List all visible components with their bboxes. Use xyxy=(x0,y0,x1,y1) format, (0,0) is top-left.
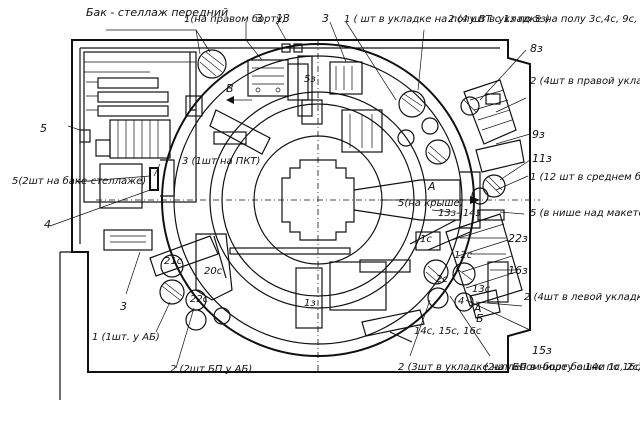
label-r5-roof: 5(на крыше) xyxy=(398,198,464,209)
label-r2-left-board: 2 (3шт в укладке на левом борту с 14с по… xyxy=(398,361,640,373)
turret-interior xyxy=(195,63,471,343)
round-charges xyxy=(197,49,480,165)
label-r5-niche: 5 (в нише над макетом БП) xyxy=(530,208,640,219)
label-r16z: 16з xyxy=(508,264,528,277)
label-r3-pkt: 3 (1шт на ПКТ) xyxy=(182,156,260,167)
label-r3-top-left: 3 xyxy=(256,12,263,25)
labels: Бак - стеллаж передний 1(на правом борту… xyxy=(12,6,640,375)
label-r9z: 9з xyxy=(532,128,545,141)
label-r13: 13 xyxy=(276,12,290,25)
label-num-5z: 5з xyxy=(304,74,316,85)
label-num-21s: 21с xyxy=(164,256,183,267)
label-r1-floor: 1 ( шт в укладке на полу ВТ с 1з по 5з) xyxy=(344,14,550,25)
turret-rings xyxy=(96,40,540,372)
label-num-20s: 20с xyxy=(204,266,223,277)
label-arrow-a-top: А xyxy=(427,180,436,193)
label-r5-tank-rack: 5(2шт на баке-стеллаже) xyxy=(12,175,146,187)
label-r13z-14z: 13з- 14з xyxy=(438,208,481,219)
label-r3-top-mid: 3 xyxy=(322,12,329,25)
right-upper-rack xyxy=(463,79,525,221)
label-r22z: 22з xyxy=(508,232,528,245)
right-lower-rack xyxy=(415,213,523,319)
label-r2-left-partition: 2 (4шт в левой укладке на перегородке с … xyxy=(524,292,640,303)
label-num-1c: 1с xyxy=(420,234,432,245)
left-components xyxy=(99,95,252,251)
bottom-wheels xyxy=(185,307,231,331)
hull-outline xyxy=(59,39,531,400)
label-r3-bottom-left: 3 xyxy=(120,300,127,313)
label-r15z: 15з xyxy=(532,344,552,357)
label-num-2c: 2с xyxy=(436,274,448,285)
label-r11z: 11з xyxy=(532,152,552,165)
label-num-1z: 1з xyxy=(304,298,316,309)
label-num-14c: 14с, 15с, 16с xyxy=(414,326,482,337)
label-front-rack-tank: Бак - стеллаж передний xyxy=(86,6,228,19)
label-r2-right-partition: 2 (4шт в правой укладке на перегородке с… xyxy=(530,76,640,87)
label-r5-left: 5 xyxy=(40,122,47,135)
label-r8z: 8з xyxy=(530,42,543,55)
label-num-13c: 13с xyxy=(472,284,491,295)
label-r1-ab: 1 (1шт. у АБ) xyxy=(92,332,160,343)
label-r2-floor: 2 (4 шт в укладке на полу 3с,4с, 9с, 20с… xyxy=(448,14,640,25)
label-arrow-a-bottom: А xyxy=(473,302,482,315)
label-r1-right-side: 1(на правом борту) xyxy=(184,13,286,25)
label-arrow-b: Б xyxy=(476,312,484,325)
label-r4: 4 xyxy=(44,218,51,231)
label-num-12c: 12с xyxy=(454,250,473,261)
gun-breech xyxy=(353,171,481,229)
leader-lines xyxy=(49,21,531,369)
label-num-4: 4 xyxy=(458,296,464,307)
label-num-22s: 22с xyxy=(190,294,209,305)
label-r1-mid-rack: 1 (12 шт в среднем баке-стеллаже с 6з по… xyxy=(530,171,640,183)
label-r2-turret-niche: (2шт БП в нише башни 1с, 2с) xyxy=(484,361,640,373)
label-arrow-v: В xyxy=(226,82,234,95)
label-r2-bp-ab: 2 (2шт БП у АБ) xyxy=(170,364,252,375)
